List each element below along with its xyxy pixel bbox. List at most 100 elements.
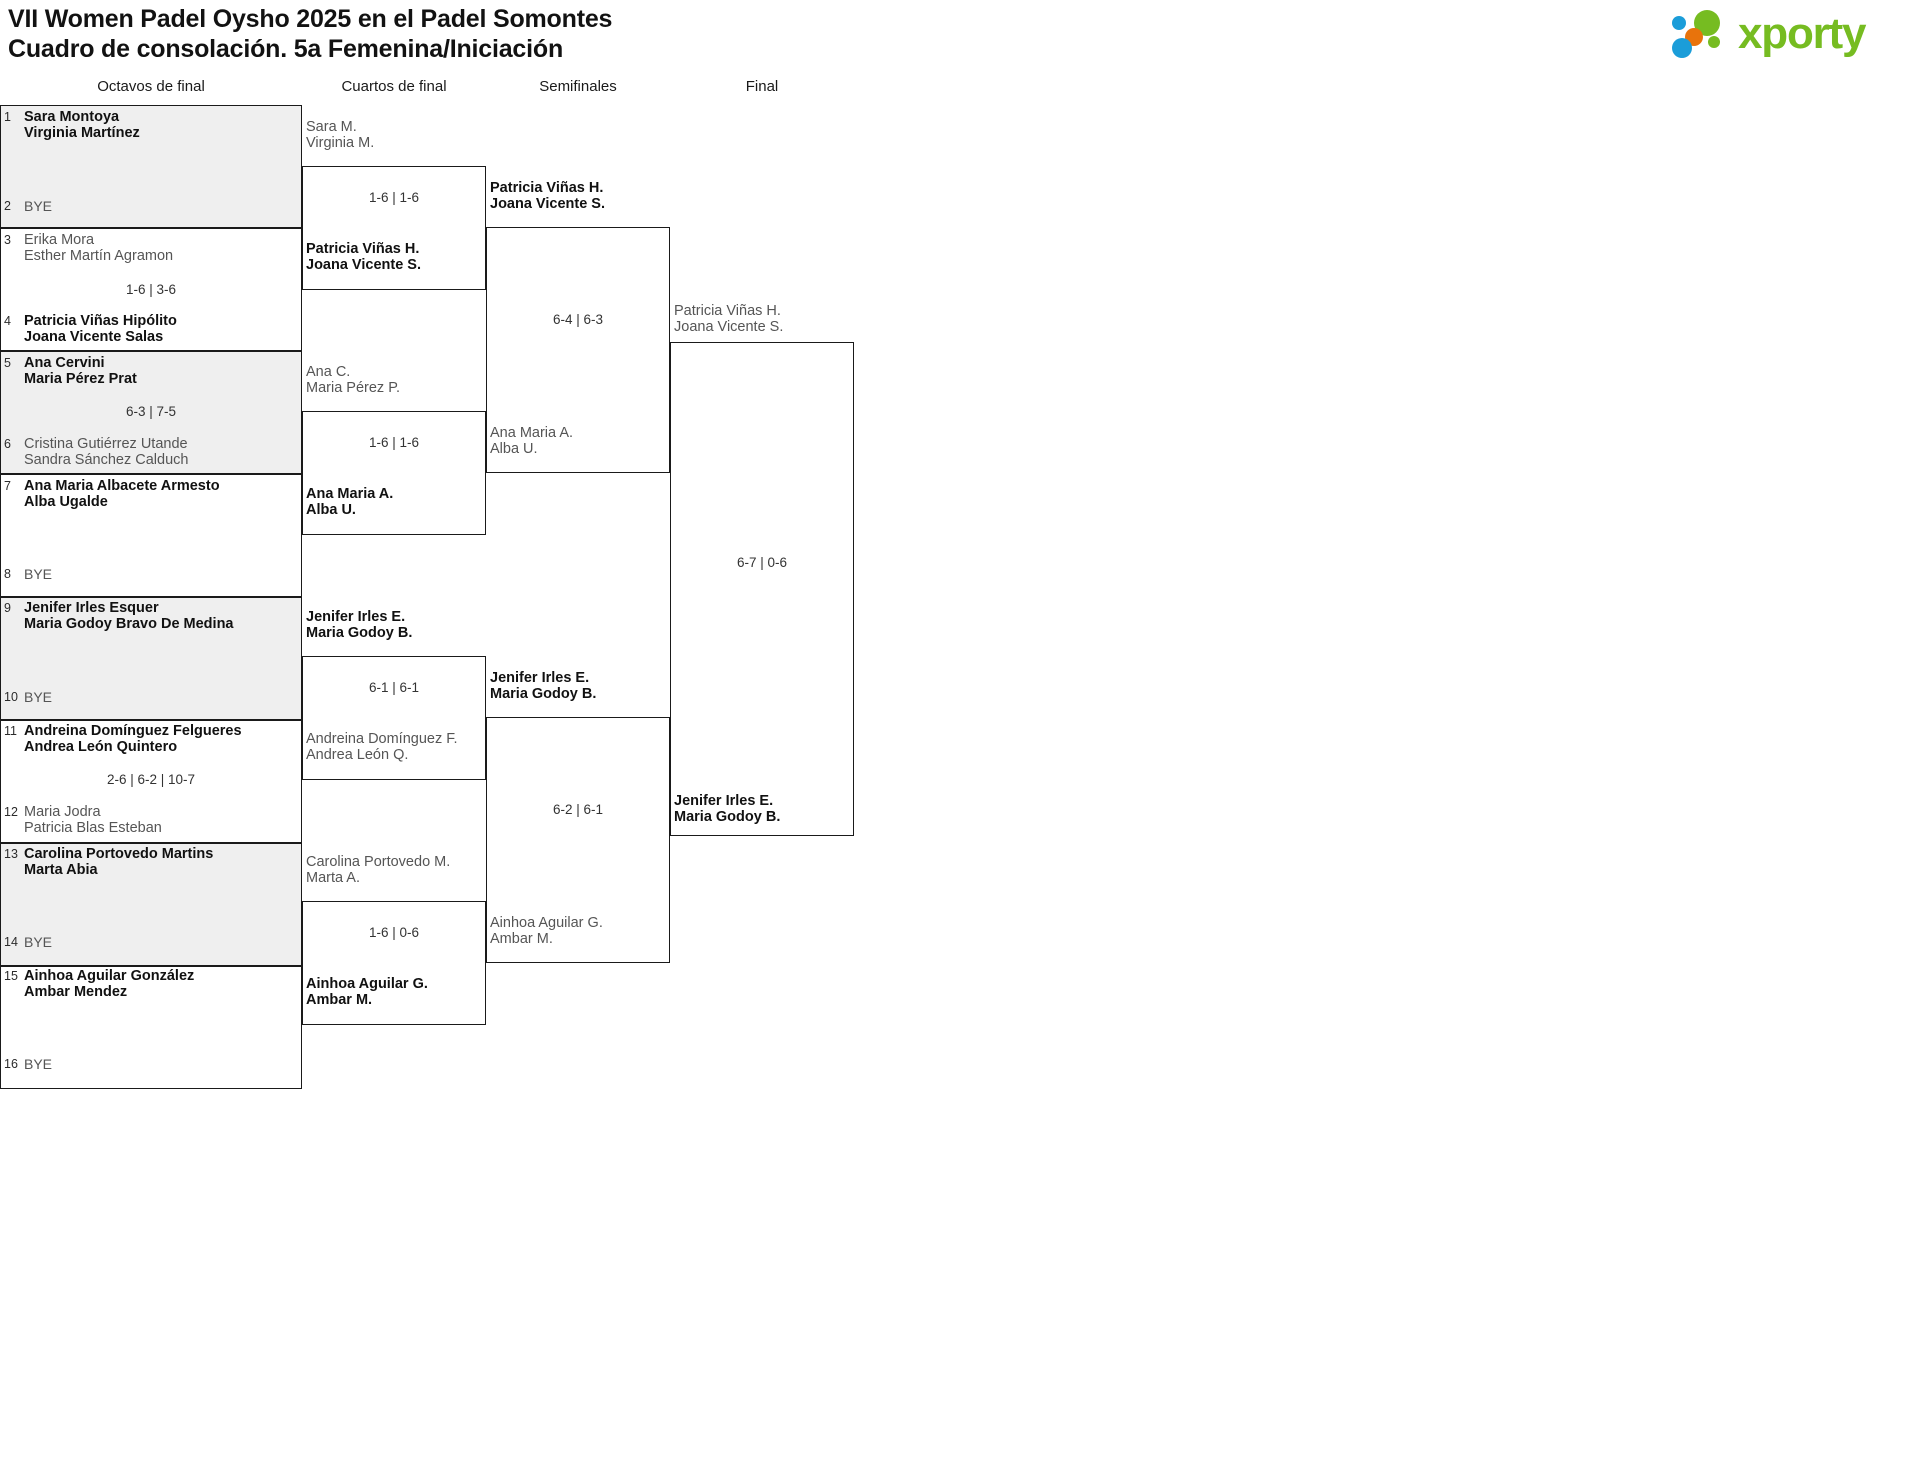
- player-line-1: Ainhoa Aguilar G.: [306, 976, 428, 992]
- team-names: Jenifer Irles Esquer Maria Godoy Bravo D…: [24, 600, 298, 632]
- seed-number: 9: [4, 601, 11, 615]
- player-line-1: BYE: [24, 934, 53, 950]
- final-box[interactable]: 6-7 | 0-6: [670, 342, 854, 836]
- sf1-top-team: Patricia Viñas H. Joana Vicente S.: [490, 180, 605, 212]
- qf1-box[interactable]: 1-6 | 1-6: [302, 166, 486, 290]
- player-line-1: Ana Cervini: [24, 355, 105, 371]
- player-line-1: Cristina Gutiérrez Utande: [24, 436, 188, 452]
- player-line-2: Maria Godoy B.: [306, 624, 413, 641]
- player-line-1: Ainhoa Aguilar González: [24, 968, 195, 984]
- player-line-2: Marta Abia: [24, 861, 98, 878]
- player-line-1: Patricia Viñas Hipólito: [24, 313, 177, 329]
- player-line-1: Ana Maria Albacete Armesto: [24, 478, 220, 494]
- player-line-1: Ainhoa Aguilar G.: [490, 915, 603, 931]
- qf3-top-team: Jenifer Irles E. Maria Godoy B.: [306, 609, 413, 641]
- player-line-2: Marta A.: [306, 869, 360, 886]
- player-line-1: Patricia Viñas H.: [490, 180, 604, 196]
- round1-band-3: [0, 351, 302, 474]
- player-line-2: Alba U.: [490, 440, 538, 457]
- player-line-1: Patricia Viñas H.: [674, 303, 781, 319]
- seed-number: 16: [4, 1057, 18, 1071]
- player-line-2: Joana Vicente S.: [674, 318, 784, 335]
- qf4-score: 1-6 | 0-6: [368, 925, 420, 940]
- player-line-2: Alba Ugalde: [24, 493, 108, 510]
- round1-band-6: [0, 720, 302, 843]
- team-names: BYE: [24, 934, 298, 951]
- qf4-top-team: Carolina Portovedo M. Marta A.: [306, 854, 451, 886]
- player-line-2: Virginia M.: [306, 134, 375, 151]
- player-line-1: Carolina Portovedo M.: [306, 854, 451, 870]
- player-line-1: Jenifer Irles Esquer: [24, 600, 159, 616]
- qf2-top-team: Ana C. Maria Pérez P.: [306, 364, 401, 396]
- logo-wordmark: xporty: [1738, 9, 1866, 58]
- seed-number: 3: [4, 233, 11, 247]
- player-line-2: Joana Vicente S.: [306, 256, 421, 273]
- player-line-1: Sara Montoya: [24, 109, 120, 125]
- qf2-box[interactable]: 1-6 | 1-6: [302, 411, 486, 535]
- player-line-1: Ana Maria A.: [306, 486, 394, 502]
- player-line-2: Maria Godoy B.: [674, 808, 781, 825]
- logo-dots-icon: [1672, 10, 1734, 60]
- team-names: BYE: [24, 1056, 298, 1073]
- sf2-bottom-team: Ainhoa Aguilar G. Ambar M.: [490, 915, 603, 947]
- sf2-box[interactable]: 6-2 | 6-1: [486, 717, 670, 963]
- seed-number: 2: [4, 199, 11, 213]
- player-line-1: BYE: [24, 198, 53, 214]
- seed-number: 10: [4, 690, 18, 704]
- team-names: Ainhoa Aguilar González Ambar Mendez: [24, 968, 298, 1000]
- team-names: Carolina Portovedo Martins Marta Abia: [24, 846, 298, 878]
- player-line-2: Sandra Sánchez Calduch: [24, 451, 189, 468]
- player-line-2: Virginia Martínez: [24, 124, 140, 141]
- qf1-top-team: Sara M. Virginia M.: [306, 119, 375, 151]
- seed-number: 13: [4, 847, 18, 861]
- final-bottom-team: Jenifer Irles E. Maria Godoy B.: [674, 793, 781, 825]
- team-names: Cristina Gutiérrez Utande Sandra Sánchez…: [24, 436, 298, 468]
- round1-band-5: [0, 597, 302, 720]
- seed-number: 6: [4, 437, 11, 451]
- player-line-2: Ambar Mendez: [24, 983, 128, 1000]
- qf4-bottom-team: Ainhoa Aguilar G. Ambar M.: [306, 976, 428, 1008]
- sf1-bottom-team: Ana Maria A. Alba U.: [490, 425, 573, 457]
- qf3-score: 6-1 | 6-1: [368, 680, 420, 695]
- seed-number: 7: [4, 479, 11, 493]
- qf3-box[interactable]: 6-1 | 6-1: [302, 656, 486, 780]
- sf1-box[interactable]: 6-4 | 6-3: [486, 227, 670, 473]
- qf1-score: 1-6 | 1-6: [368, 190, 420, 205]
- team-names: BYE: [24, 689, 298, 706]
- column-header-final: Final: [745, 78, 779, 95]
- qf4-box[interactable]: 1-6 | 0-6: [302, 901, 486, 1025]
- player-line-2: Maria Pérez Prat: [24, 370, 137, 387]
- player-line-1: Patricia Viñas H.: [306, 241, 420, 257]
- seed-number: 5: [4, 356, 11, 370]
- player-line-1: Ana C.: [306, 364, 351, 380]
- team-names: Sara Montoya Virginia Martínez: [24, 109, 298, 141]
- player-line-2: Andrea León Q.: [306, 746, 409, 763]
- team-names: Ana Maria Albacete Armesto Alba Ugalde: [24, 478, 298, 510]
- round1-band-1: [0, 105, 302, 228]
- player-line-2: Joana Vicente Salas: [24, 328, 164, 345]
- player-line-2: Maria Pérez P.: [306, 379, 401, 396]
- player-line-1: Erika Mora: [24, 232, 95, 248]
- sf2-top-team: Jenifer Irles E. Maria Godoy B.: [490, 670, 596, 702]
- player-line-2: Maria Godoy Bravo De Medina: [24, 615, 234, 632]
- seed-number: 8: [4, 567, 11, 581]
- player-line-1: BYE: [24, 689, 53, 705]
- player-line-2: Patricia Blas Esteban: [24, 819, 162, 836]
- team-names: BYE: [24, 566, 298, 583]
- qf2-bottom-team: Ana Maria A. Alba U.: [306, 486, 394, 518]
- player-line-2: Esther Martín Agramon: [24, 247, 174, 264]
- player-line-1: Andreina Domínguez F.: [306, 731, 458, 747]
- team-names: Maria Jodra Patricia Blas Esteban: [24, 804, 298, 836]
- column-header-semifinales: Semifinales: [539, 78, 617, 95]
- player-line-1: Carolina Portovedo Martins: [24, 846, 214, 862]
- seed-number: 11: [4, 724, 17, 738]
- title-line-1: VII Women Padel Oysho 2025 en el Padel S…: [8, 5, 613, 33]
- round1-score-3: 6-3 | 7-5: [125, 404, 177, 419]
- player-line-1: BYE: [24, 566, 53, 582]
- player-line-2: Joana Vicente S.: [490, 195, 605, 212]
- team-names: Patricia Viñas Hipólito Joana Vicente Sa…: [24, 313, 298, 345]
- round1-score-2: 1-6 | 3-6: [125, 282, 177, 297]
- seed-number: 4: [4, 314, 11, 328]
- seed-number: 12: [4, 805, 18, 819]
- xporty-logo: xporty: [1672, 8, 1902, 60]
